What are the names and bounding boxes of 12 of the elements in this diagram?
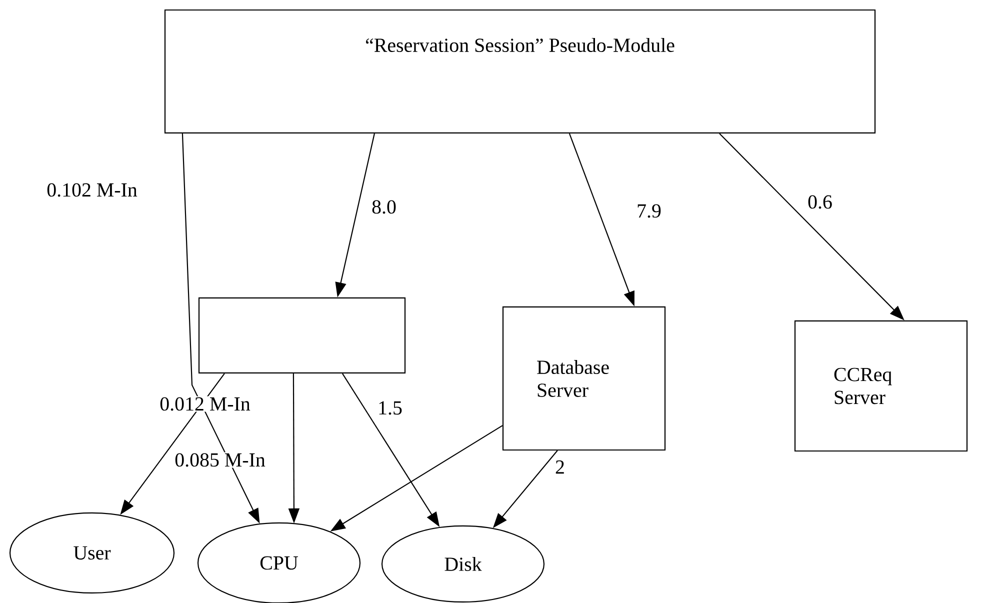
edge-label: 0.6 [806, 194, 834, 210]
edge-label: 0.012 M-In [158, 396, 252, 412]
process-box: CCReq Server [794, 320, 968, 452]
process-box: Database Server [502, 306, 666, 451]
edge-label: 0.102 M-In [46, 182, 138, 198]
module-box: “Reservation Session” Pseudo-Module [164, 9, 876, 134]
edge-label: 0.085 M-In [174, 452, 266, 468]
edge-label: 2 [554, 459, 566, 475]
edge-label: 1.5 [376, 400, 404, 416]
edge-label: 7.9 [636, 203, 662, 219]
edge-label: 8.0 [370, 199, 398, 215]
process-box [198, 297, 406, 374]
